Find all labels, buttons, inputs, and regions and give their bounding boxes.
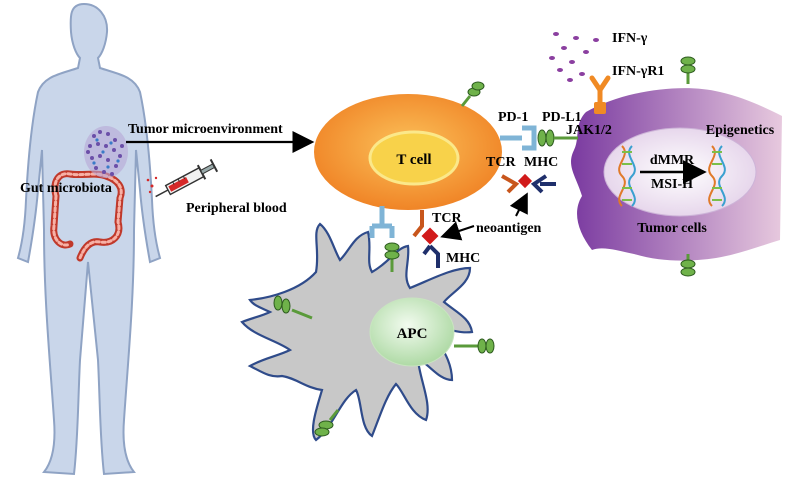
ifn-gamma-receptor-icon xyxy=(589,75,611,114)
tcr-lower-icon xyxy=(412,210,424,238)
receptor-icon xyxy=(314,409,340,437)
tcr-upper-icon xyxy=(501,174,520,194)
jak-label: JAK1/2 xyxy=(566,123,612,138)
syringe-icon xyxy=(155,158,219,198)
pd1-label: PD-1 xyxy=(498,110,528,125)
dna-helix-icon xyxy=(618,145,636,207)
tcr-lower-label: TCR xyxy=(432,211,462,226)
human-body xyxy=(16,2,162,476)
receptor-icon xyxy=(273,295,313,320)
gut-microbiota-label: Gut microbiota xyxy=(20,181,112,196)
receptor-icon xyxy=(680,56,696,84)
pdl1-receptor-icon xyxy=(537,129,578,147)
ifn-gamma-label: IFN-γ xyxy=(612,31,648,46)
blood-drops-icon xyxy=(146,176,158,194)
t-cell-label: T cell xyxy=(396,152,431,168)
mhc-lower-label: MHC xyxy=(446,251,480,266)
epigenetics-label: Epigenetics xyxy=(706,123,775,138)
apc-cell: APC xyxy=(240,222,474,442)
pd1-receptor-lower-icon xyxy=(369,206,395,238)
neoantigen-arrow-upper xyxy=(509,192,528,217)
neoantigen-upper-icon xyxy=(517,173,533,189)
neoantigen-arrow-lower xyxy=(440,221,475,241)
microbiota-cluster-icon xyxy=(84,126,128,178)
dmmr-label: dMMR xyxy=(650,153,695,168)
receptor-icon xyxy=(680,254,696,277)
peripheral-blood-label: Peripheral blood xyxy=(186,201,287,216)
receptor-icon xyxy=(384,242,400,272)
mhc-upper-label: MHC xyxy=(524,155,558,170)
tumor-microenvironment-label: Tumor microenvironment xyxy=(128,122,283,137)
apc-nucleus xyxy=(369,297,455,367)
tumor-cells-label: Tumor cells xyxy=(637,221,707,236)
receptor-icon xyxy=(454,338,495,354)
apc-label: APC xyxy=(397,326,428,342)
apc-membrane xyxy=(240,222,474,442)
t-cell: T cell xyxy=(314,94,502,210)
tcr-upper-label: TCR xyxy=(486,155,516,170)
t-cell-nucleus xyxy=(368,130,460,186)
receptor-icon xyxy=(460,81,485,107)
neoantigen-label: neoantigen xyxy=(476,221,542,236)
intestine-icon xyxy=(50,170,125,262)
mhc-upper-icon xyxy=(530,174,556,194)
mhc-lower-icon xyxy=(422,244,440,268)
dna-helix-icon xyxy=(708,145,726,207)
ifn-gamma-dots xyxy=(549,32,599,82)
ifn-gamma-r1-label: IFN-γR1 xyxy=(612,64,664,79)
pdl1-label: PD-L1 xyxy=(542,110,582,125)
apc-receptors xyxy=(273,242,495,437)
pd1-receptor-icon xyxy=(500,125,537,151)
neoantigen-lower-icon xyxy=(421,227,439,245)
body-silhouette xyxy=(16,2,162,476)
msi-h-label: MSI-H xyxy=(651,177,693,192)
tumor-cell: dMMR MSI-H Epigenetics Tumor cells xyxy=(571,88,782,261)
